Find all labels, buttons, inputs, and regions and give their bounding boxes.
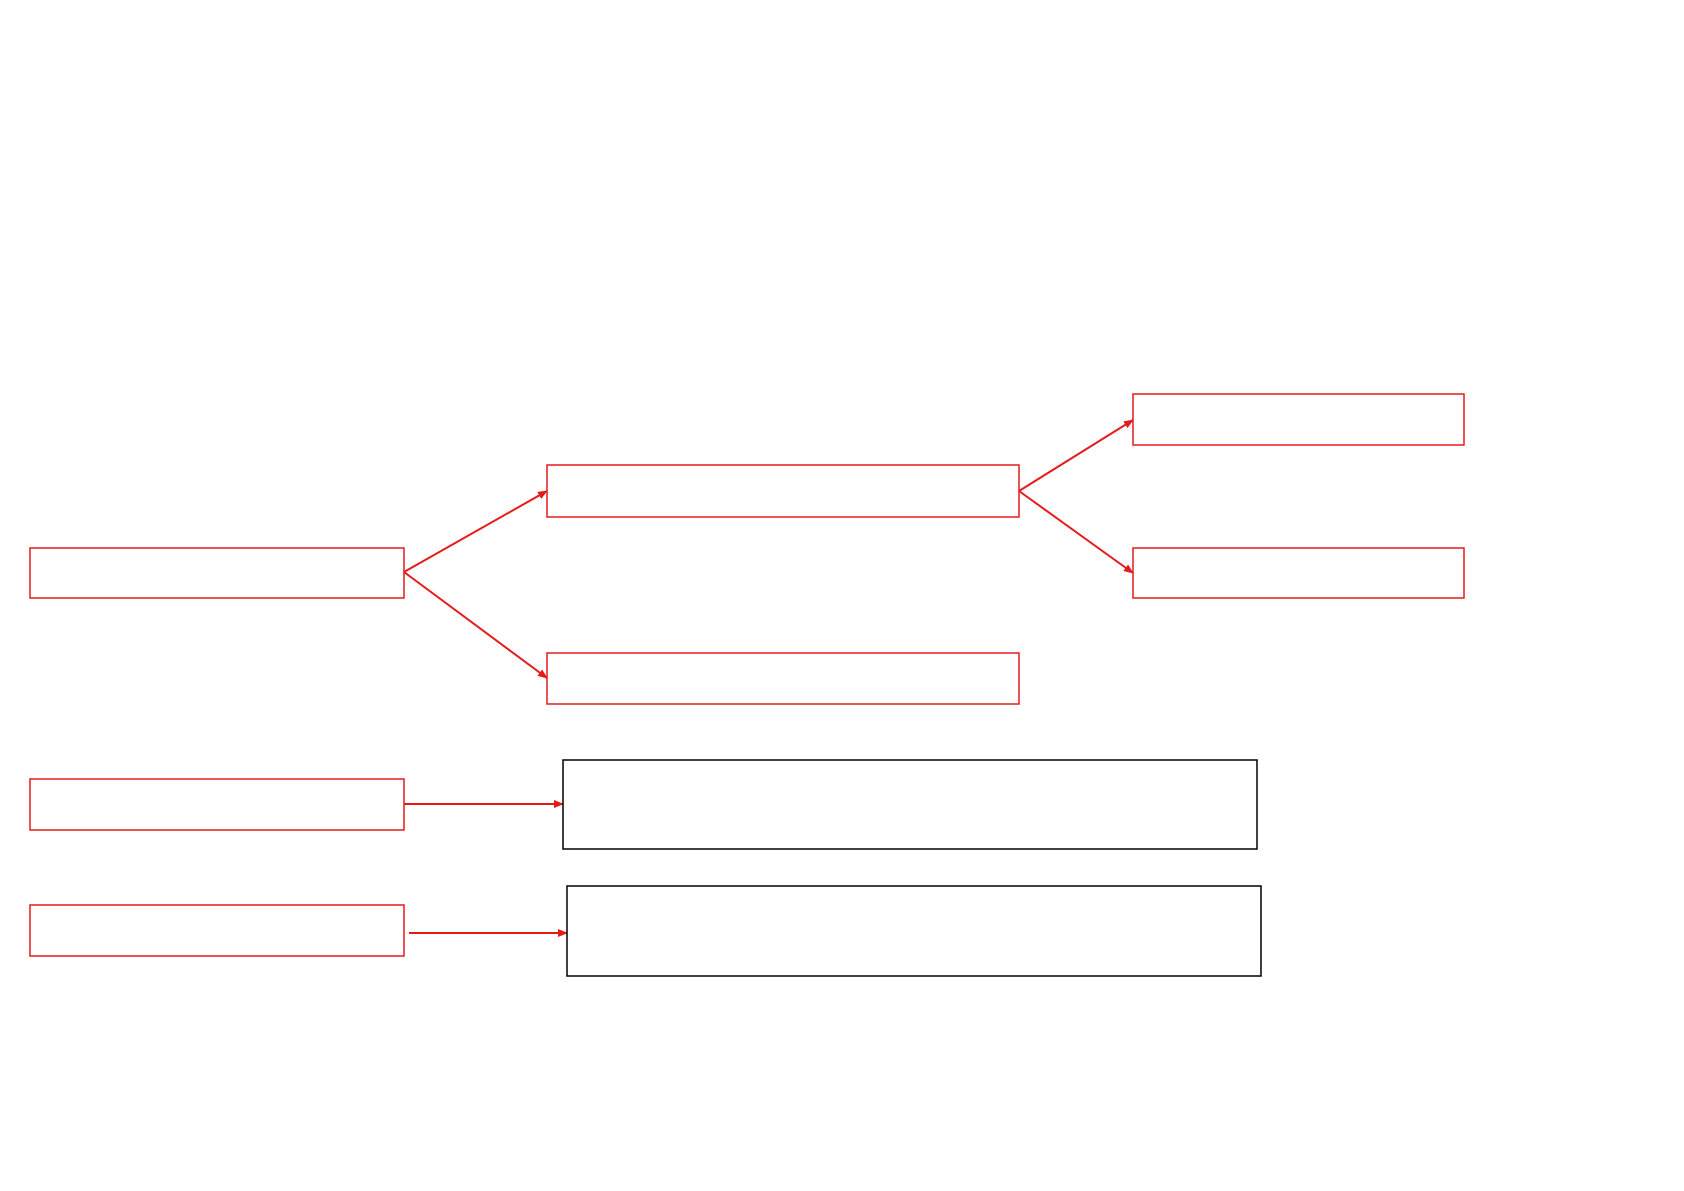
node-left-row3-box [29,904,405,957]
node-left-row2-box [29,778,405,831]
answer-box-row3[interactable] [566,885,1262,977]
node-mid-top-box [546,464,1020,518]
node-mid-bottom-box [546,652,1020,705]
edge-root-to-mid-bottom [403,571,548,679]
node-root-box [29,547,405,599]
node-right-top-box [1132,393,1465,446]
answer-box-row2[interactable] [562,759,1258,850]
edge-mid-top-to-right-bottom [1018,490,1134,574]
edge-root-to-mid-top [403,490,548,573]
node-right-bottom-box [1132,547,1465,599]
edge-mid-top-to-right-top [1018,419,1134,492]
